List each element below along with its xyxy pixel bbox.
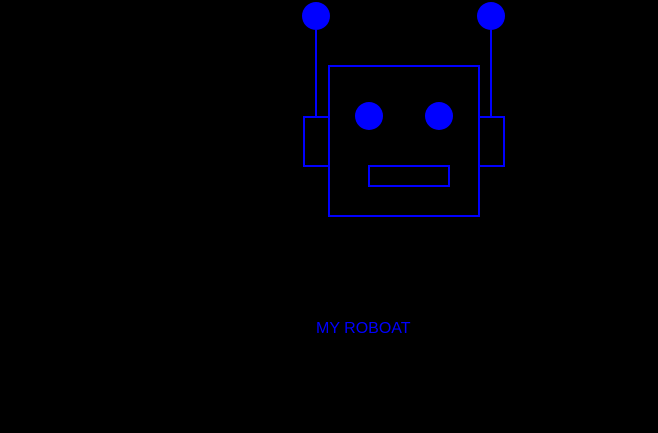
right-antenna-tip [477, 2, 505, 30]
left-antenna-tip [302, 2, 330, 30]
left-ear [303, 116, 330, 167]
right-eye [425, 102, 453, 130]
left-eye [355, 102, 383, 130]
robot-caption: MY ROBOAT [316, 320, 411, 337]
robot-mouth [368, 165, 450, 187]
robot-head [328, 65, 480, 217]
right-ear [478, 116, 505, 167]
